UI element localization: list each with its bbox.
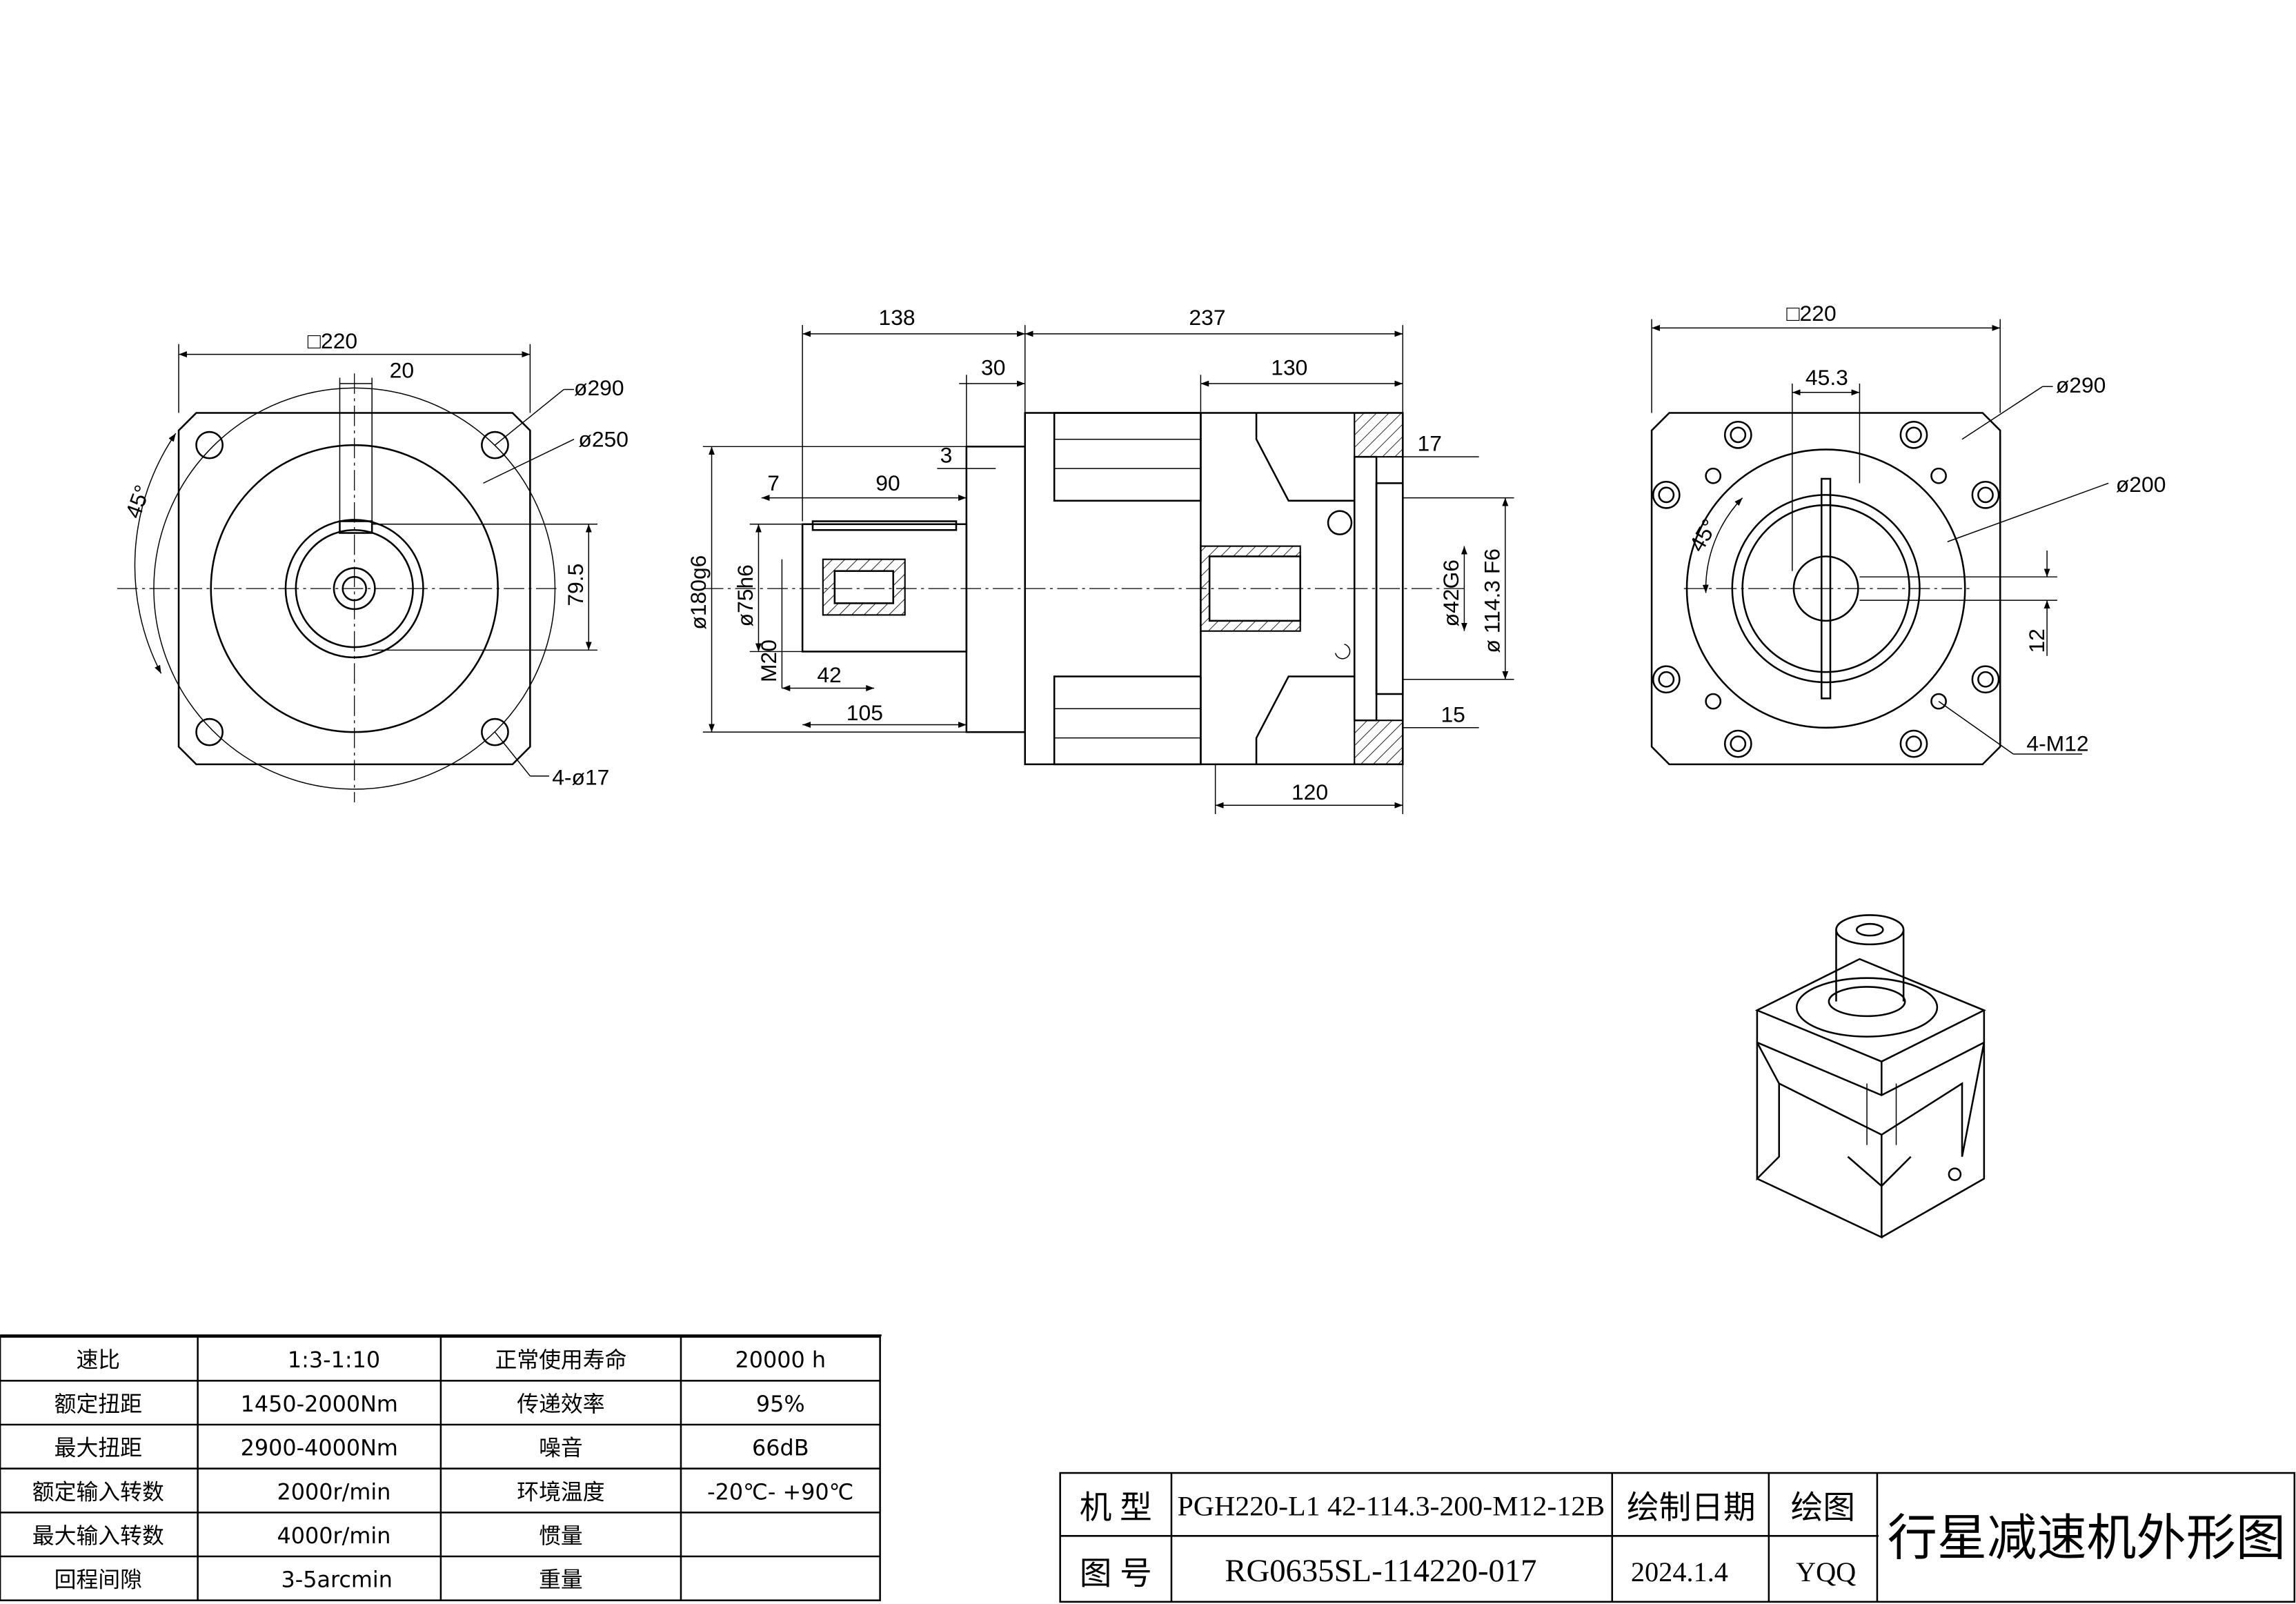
drawing-date: 2024.1.4 [1631, 1556, 1728, 1587]
dim-key: 45.3 [1805, 365, 1848, 390]
dim-42: 42 [817, 662, 841, 687]
dim-holes: 4-ø17 [552, 765, 609, 790]
dim-height: 79.5 [563, 564, 588, 606]
dim-offset: 20 [390, 358, 414, 383]
cell-label: 重量 [539, 1567, 583, 1593]
table-row: 额定扭距 1450-2000Nm 传递效率 95% [55, 1391, 805, 1417]
dim-12: 12 [2024, 628, 2049, 653]
spec-table: 速比 1:3-1:10 正常使用寿命 20000 h 额定扭距 1450-200… [0, 1336, 881, 1601]
dim-7: 7 [767, 471, 780, 495]
cell-value: 4000r/min [277, 1523, 391, 1549]
dim-m20: M20 [756, 640, 781, 682]
number-label: 图 号 [1080, 1556, 1152, 1592]
cell-label: 速比 [76, 1347, 120, 1373]
dim-angle: 45° [1684, 515, 1722, 556]
cell-label: 正常使用寿命 [495, 1347, 626, 1373]
dim-square: □220 [308, 328, 357, 353]
cell-value: 66dB [752, 1435, 809, 1461]
table-row: 额定输入转数 2000r/min 环境温度 -20℃- +90℃ [32, 1478, 854, 1505]
dim-105: 105 [847, 700, 883, 725]
table-row: 最大扭距 2900-4000Nm 噪音 66dB [55, 1435, 809, 1461]
cell-value: 2900-4000Nm [241, 1435, 398, 1461]
dim-angle: 45° [120, 482, 155, 522]
title-block: 机 型 PGH220-L1 42-114.3-200-M12-12B 绘制日期 … [1059, 1472, 2296, 1603]
drawer-label: 绘图 [1791, 1490, 1855, 1526]
cell-value: 3-5arcmin [281, 1567, 393, 1593]
cell-label: 最大输入转数 [32, 1523, 164, 1549]
dim-114-f6: ø 114.3 F6 [1479, 548, 1504, 653]
dim-30: 30 [981, 355, 1005, 379]
dim-42g6: ø42G6 [1438, 560, 1463, 626]
cell-label: 回程间隙 [55, 1567, 142, 1593]
dim-threads: 4-M12 [2026, 731, 2088, 756]
dim-pcd-outer: ø290 [2056, 373, 2106, 397]
dim-square: □220 [1786, 301, 1836, 326]
cell-value: -20℃- +90℃ [707, 1478, 853, 1505]
drawer-name: YQQ [1796, 1556, 1856, 1587]
table-row: 回程间隙 3-5arcmin 重量 [55, 1567, 583, 1593]
table-row: 最大输入转数 4000r/min 惯量 [32, 1523, 583, 1549]
cell-label: 惯量 [539, 1523, 583, 1549]
model-label: 机 型 [1080, 1490, 1152, 1526]
drawing-number: RG0635SL-114220-017 [1225, 1553, 1536, 1589]
cell-value: 95% [756, 1391, 805, 1417]
dim-17: 17 [1418, 431, 1442, 456]
mounting-holes [1652, 420, 2000, 758]
dim-138: 138 [878, 305, 915, 330]
cell-value: 20000 h [735, 1347, 827, 1373]
cell-label: 最大扭距 [55, 1435, 142, 1461]
cell-value: 1450-2000Nm [241, 1391, 398, 1417]
dim-pcd: ø200 [2116, 472, 2166, 497]
date-label: 绘制日期 [1627, 1490, 1756, 1526]
dim-3: 3 [940, 443, 953, 468]
dim-90: 90 [875, 471, 900, 495]
table-row: 速比 1:3-1:10 正常使用寿命 20000 h [76, 1347, 826, 1373]
cell-label: 额定输入转数 [32, 1478, 164, 1505]
dim-130: 130 [1271, 355, 1307, 379]
side-view-section: 138 237 30 130 3 7 90 17 ø180g6 ø75h6 M2… [686, 305, 1514, 815]
cell-label: 噪音 [539, 1435, 583, 1461]
front-view-input: □220 20 ø290 ø250 79.5 45° 4-ø17 [117, 328, 629, 803]
dim-pcd: ø250 [578, 426, 629, 451]
dim-237: 237 [1189, 305, 1225, 330]
model-value: PGH220-L1 42-114.3-200-M12-12B [1177, 1491, 1605, 1522]
cell-value: 2000r/min [277, 1478, 391, 1505]
dim-75h6: ø75h6 [733, 564, 758, 626]
dim-15: 15 [1441, 702, 1465, 726]
dim-180g6: ø180g6 [686, 555, 711, 630]
isometric-view [1754, 914, 1986, 1239]
cell-label: 传递效率 [517, 1391, 604, 1417]
bolt-holes [195, 430, 509, 746]
dim-pcd-outer: ø290 [574, 375, 624, 400]
front-view-output: □220 45.3 ø290 ø200 45° 12 4-M12 [1650, 301, 2166, 766]
dim-120: 120 [1292, 780, 1328, 804]
cell-value: 1:3-1:10 [288, 1347, 380, 1373]
cell-label: 环境温度 [517, 1478, 604, 1505]
drawing-title: 行星减速机外形图 [1888, 1511, 2286, 1566]
cell-label: 额定扭距 [55, 1391, 142, 1417]
